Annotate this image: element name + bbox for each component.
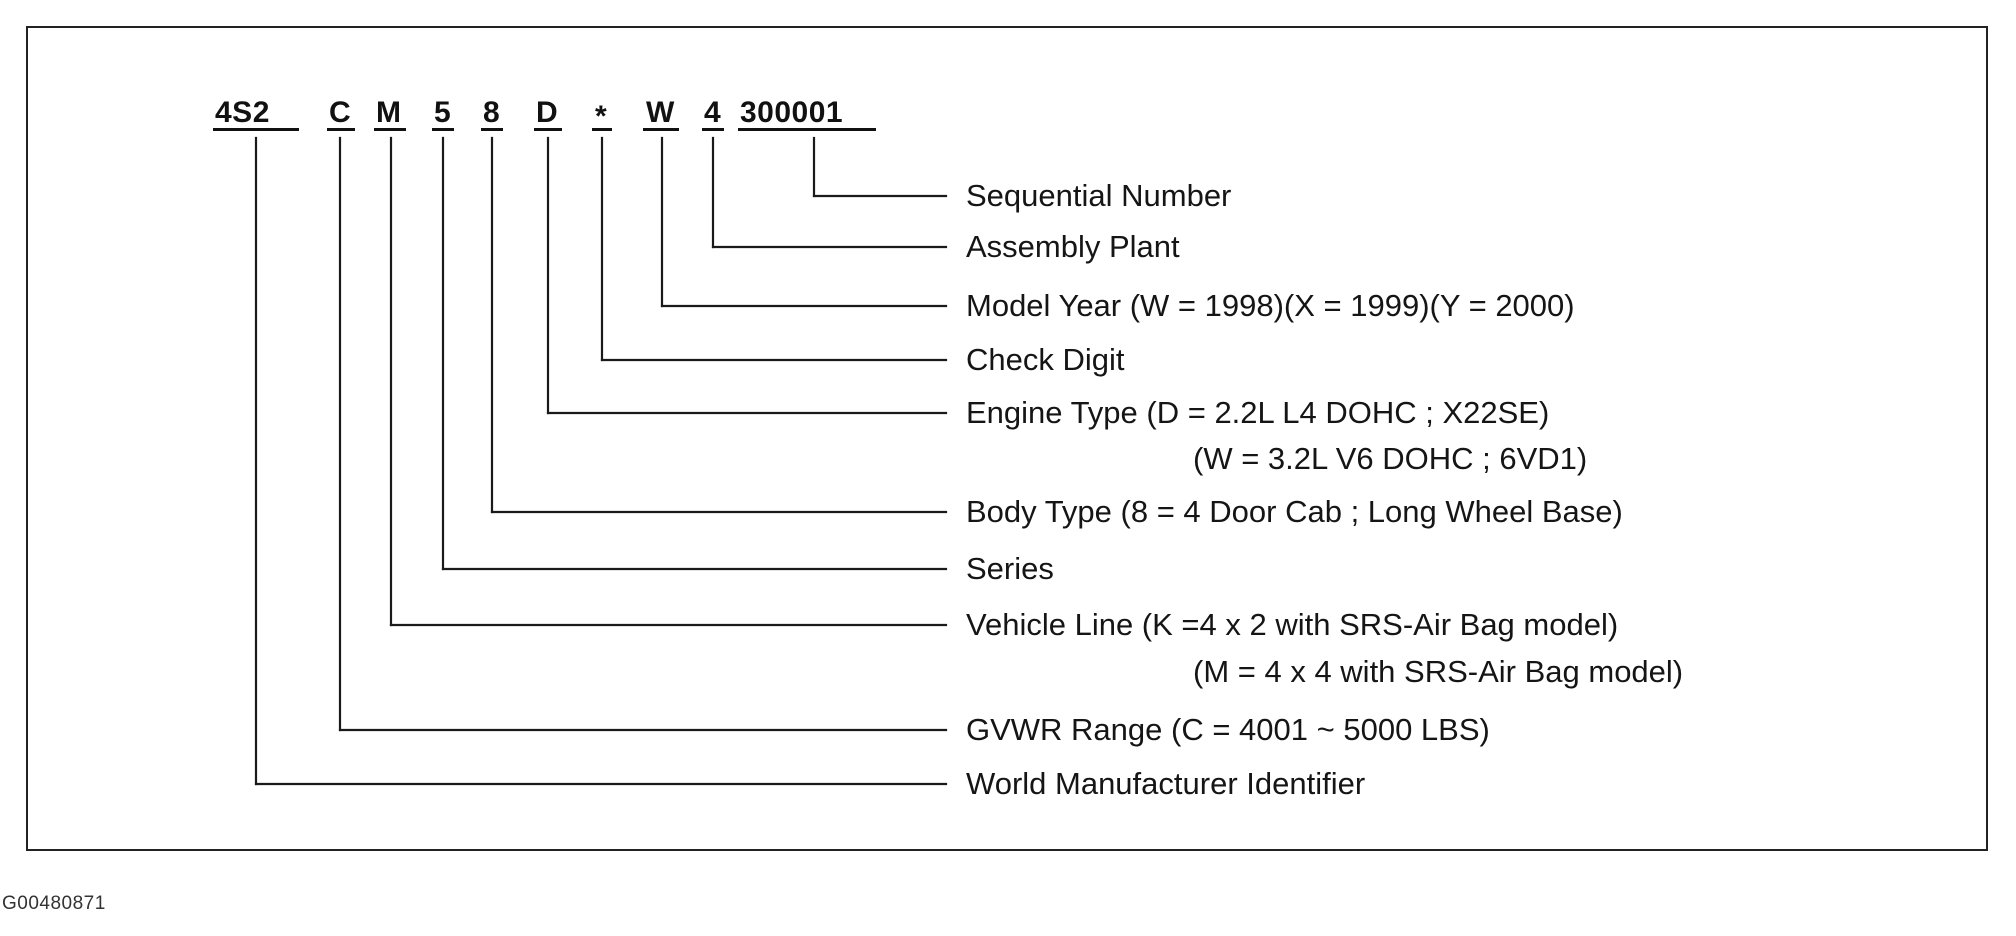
vin-segment-series: 5: [434, 96, 452, 129]
vin-segment-engine: D: [536, 96, 559, 129]
vin-underline-check: [592, 128, 612, 131]
diagram-frame: [26, 26, 1988, 851]
desc-gvwr-range: GVWR Range (C = 4001 ~ 5000 LBS): [966, 712, 1490, 747]
vin-underline-gvwr: [327, 128, 355, 131]
desc-check-digit: Check Digit: [966, 342, 1125, 377]
vin-underline-series: [432, 128, 454, 131]
vin-segment-wmi: 4S2: [215, 96, 270, 129]
vin-underline-plant: [702, 128, 724, 131]
desc-model-year: Model Year (W = 1998)(X = 1999)(Y = 2000…: [966, 288, 1575, 323]
vin-underline-sequential: [738, 128, 876, 131]
vin-underline-line: [374, 128, 406, 131]
vin-segment-year: W: [646, 96, 675, 129]
desc-world-manufacturer-identifier: World Manufacturer Identifier: [966, 766, 1366, 801]
vin-segment-gvwr: C: [329, 96, 352, 129]
desc-engine-type-alt: (W = 3.2L V6 DOHC ; 6VD1): [1193, 441, 1588, 476]
desc-sequential-number: Sequential Number: [966, 178, 1232, 213]
vin-segment-check: *: [595, 100, 608, 133]
vin-segment-sequential: 300001: [740, 96, 844, 129]
vin-underline-year: [643, 128, 679, 131]
vin-underline-body: [481, 128, 503, 131]
figure-id: G00480871: [2, 893, 106, 914]
desc-vehicle-line-alt: (M = 4 x 4 with SRS-Air Bag model): [1193, 654, 1684, 689]
desc-series: Series: [966, 551, 1054, 586]
desc-engine-type: Engine Type (D = 2.2L L4 DOHC ; X22SE): [966, 395, 1550, 430]
vin-underline-engine: [534, 128, 562, 131]
vin-underline-wmi: [213, 128, 299, 131]
desc-vehicle-line: Vehicle Line (K =4 x 2 with SRS-Air Bag …: [966, 607, 1619, 642]
vin-segment-line: M: [376, 96, 402, 129]
desc-assembly-plant: Assembly Plant: [966, 229, 1180, 264]
vin-segment-body: 8: [483, 96, 501, 129]
desc-body-type: Body Type (8 = 4 Door Cab ; Long Wheel B…: [966, 494, 1623, 529]
vin-segment-plant: 4: [704, 96, 722, 129]
